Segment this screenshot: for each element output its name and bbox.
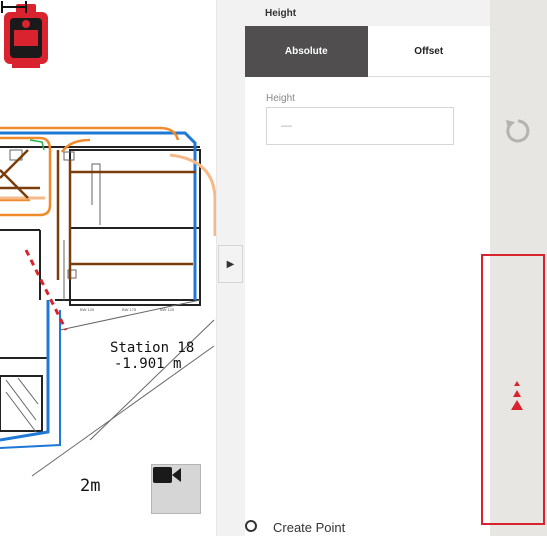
svg-text:BW 175: BW 175 bbox=[122, 307, 137, 312]
floor-plan-drawing: BW 120 BW 175 BW 120 bbox=[0, 126, 216, 477]
height-field-label: Height bbox=[266, 93, 295, 104]
svg-text:BW 120: BW 120 bbox=[160, 307, 175, 312]
chevron-right-icon: ▶ bbox=[226, 258, 235, 270]
svg-text:BW 120: BW 120 bbox=[80, 307, 95, 312]
tab-absolute[interactable]: Absolute bbox=[245, 26, 368, 77]
station-label: Station 18 -1.901 m bbox=[110, 340, 194, 372]
scale-label: 2m bbox=[80, 476, 101, 496]
radio-circle-icon bbox=[245, 520, 257, 532]
height-mode-tabs: Absolute Offset bbox=[245, 26, 490, 77]
reset-icon[interactable] bbox=[505, 118, 531, 144]
video-camera-icon bbox=[153, 467, 181, 483]
create-point-label: Create Point bbox=[273, 520, 346, 535]
station-name: Station 18 bbox=[110, 340, 195, 356]
triangles-up-icon[interactable] bbox=[509, 380, 525, 412]
collapse-panel-button[interactable]: ▶ bbox=[218, 245, 243, 283]
tab-offset[interactable]: Offset bbox=[367, 26, 490, 77]
scale-bar-icon bbox=[1, 1, 27, 13]
station-marker-icon[interactable] bbox=[0, 0, 52, 72]
create-point-option[interactable]: Create Point bbox=[245, 516, 490, 536]
panel-title: Height bbox=[245, 0, 490, 26]
camera-button[interactable] bbox=[151, 464, 201, 514]
floor-plan-map[interactable]: BW 120 BW 175 BW 120 Station 18 -1.901 m… bbox=[0, 0, 216, 536]
height-panel: Height Absolute Offset Height bbox=[245, 0, 490, 536]
highlight-frame bbox=[481, 254, 545, 525]
station-height: -1.901 m bbox=[114, 356, 182, 372]
height-input[interactable] bbox=[266, 107, 454, 145]
right-toolbar bbox=[490, 0, 547, 536]
